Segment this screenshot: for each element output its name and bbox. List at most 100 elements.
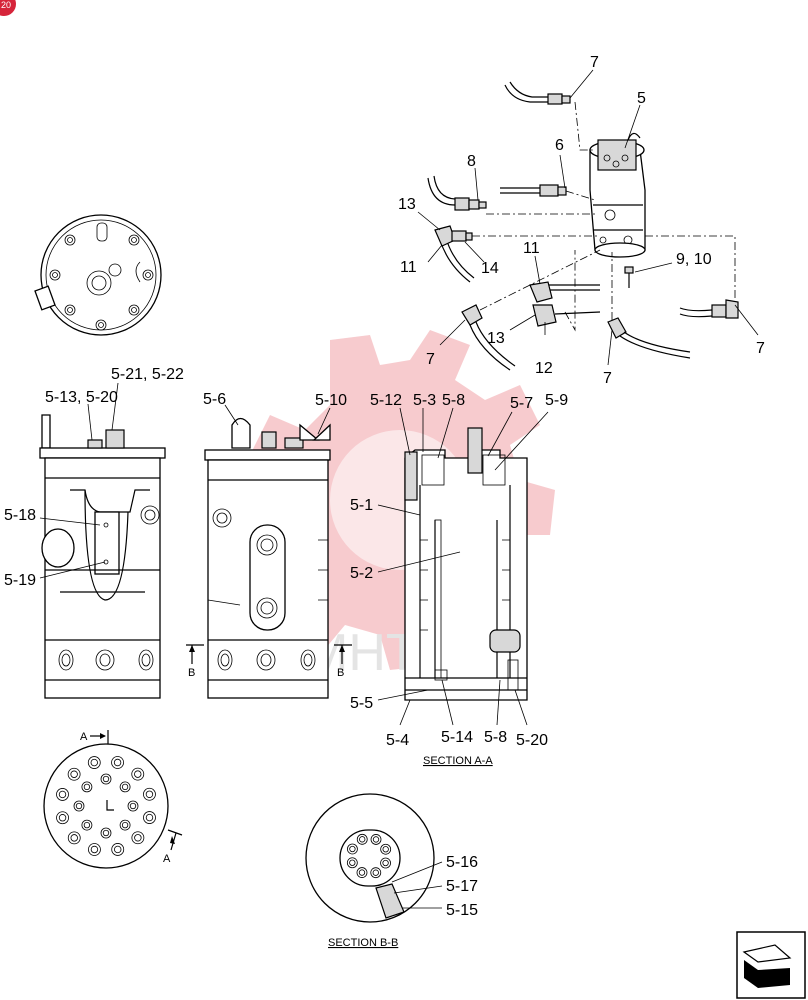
bolt-hole [349,859,356,866]
bolt-hole [87,756,101,769]
label-5-19: 5-19 [4,572,36,589]
section-marker-b: B [337,667,344,679]
label-6: 6 [555,137,564,154]
label-5-9: 5-9 [545,392,568,409]
label-7: 7 [603,370,612,387]
bolt-hole [134,770,142,778]
bolt-hole [114,845,122,854]
bolt-hole [67,767,81,781]
bolt-hole [347,843,358,855]
bolt-hole [382,846,389,853]
bolt-hole [102,829,110,837]
swivel-joint-assembly [417,69,759,371]
bolt-hole [119,819,131,831]
bolt-hole [100,773,112,785]
bolt-hole [380,843,392,855]
section-marker-a: A [163,853,171,865]
bolt-hole [382,859,389,867]
label-5: 5 [637,90,646,107]
label-7: 7 [590,54,599,71]
bolt-hole [75,802,83,810]
bolt-hole [127,800,139,812]
label-5-16: 5-16 [446,854,478,871]
top-view [34,214,162,336]
bolt-hole [359,836,366,843]
section-marker-a: A [80,731,88,743]
label-5-3: 5-3 [413,392,436,409]
bolt-hole [131,767,145,781]
label-11: 11 [523,240,540,257]
bolt-hole [349,845,356,853]
label-5-13-5-20: 5-13, 5-20 [45,389,118,406]
bolt-hole [83,783,91,791]
bolt-hole [121,821,129,829]
bolt-hole [370,867,382,879]
page-badge: 20 [0,0,16,16]
label-14: 14 [481,260,499,277]
label-13: 13 [398,196,416,213]
bolt-hole [111,843,125,856]
bolt-hole [111,756,124,769]
bolt-hole [356,833,368,845]
bolt-hole [372,869,379,876]
label-5-8: 5-8 [484,729,507,746]
bolt-hole [372,836,380,843]
section-a-a-title: SECTION A-A [423,755,493,767]
label-5-14: 5-14 [441,729,473,746]
label-5-2: 5-2 [350,565,373,582]
bolt-hole [81,781,93,793]
svg-text:20: 20 [1,0,11,10]
label-5-12: 5-12 [370,392,402,409]
label-7: 7 [756,340,765,357]
bolt-hole [73,800,85,812]
label-5-6: 5-6 [203,391,226,408]
bolt-hole [143,787,156,801]
label-11: 11 [400,259,417,276]
label-5-17: 5-17 [446,878,478,895]
bolt-hole [356,867,368,878]
side-view [186,404,352,699]
bolt-hole [143,811,156,824]
bolt-hole [58,790,67,799]
bolt-hole [58,814,67,822]
bolt-hole [90,845,99,854]
label-5-18: 5-18 [4,507,36,524]
bolt-hole [56,788,69,801]
next-page-arrow-icon[interactable] [736,931,806,999]
bolt-hole [129,802,137,810]
label-5-20: 5-20 [516,732,548,749]
label-8: 8 [467,153,476,170]
label-7: 7 [426,351,435,368]
bolt-hole [83,821,91,829]
bolt-hole [88,843,101,856]
label-5-15: 5-15 [446,902,478,919]
label-5-8: 5-8 [442,392,465,409]
bolt-hole [134,834,142,842]
label-5-10: 5-10 [315,392,347,409]
bolt-hole [100,827,112,839]
label-9-10: 9, 10 [676,251,712,268]
label-5-5: 5-5 [350,695,373,712]
label-12: 12 [535,360,553,377]
bolt-hole [380,857,391,869]
section-b-b-title: SECTION B-B [328,937,398,949]
section-b-b [305,793,443,923]
bolt-hole [67,831,81,845]
label-5-4: 5-4 [386,732,409,749]
front-view [39,382,166,699]
label-5-1: 5-1 [350,497,373,514]
bolt-hole [358,869,366,876]
section-a-a [377,407,549,726]
section-marker-b: B [188,667,195,679]
bolt-hole [145,790,154,798]
bolt-hole [90,758,98,767]
bolt-hole [131,831,145,845]
label-5-7: 5-7 [510,395,533,412]
label-5-21-5-22: 5-21, 5-22 [111,366,184,383]
bolt-hole [81,819,93,831]
label-13: 13 [487,330,505,347]
bolt-hole [119,781,131,793]
bottom-view [43,730,183,869]
bolt-hole [113,758,122,767]
